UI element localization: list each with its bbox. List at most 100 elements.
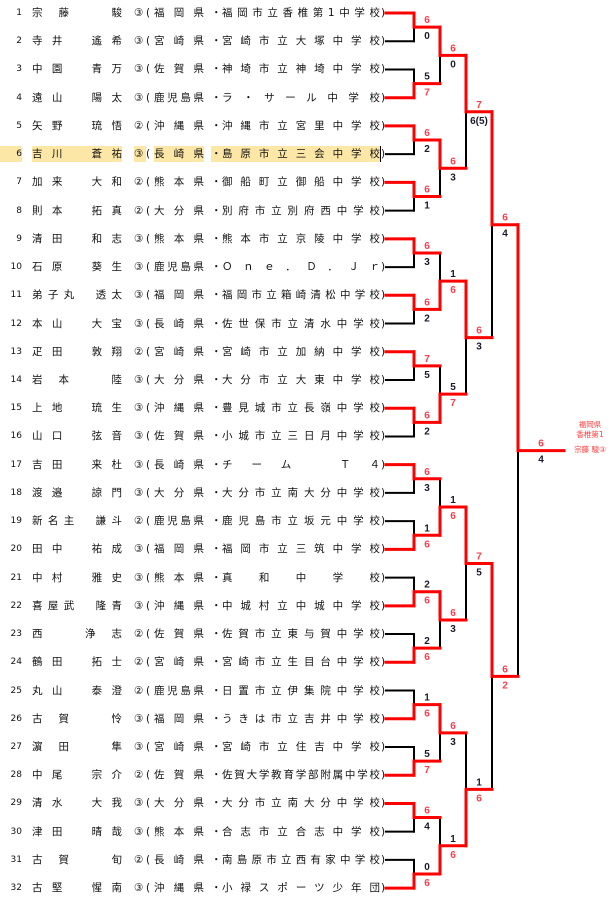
player-grade: ② [134, 345, 144, 358]
separator-dot: ・ [211, 486, 222, 499]
player-grade: ③ [134, 261, 144, 274]
player-grade: ③ [134, 486, 144, 499]
player-school: 小城市立三日月中学校 [222, 430, 380, 443]
separator-dot: ・ [211, 119, 222, 132]
player-school: Ｏｎｅ．Ｄ．Ｊｒ [222, 261, 380, 274]
player-name: 石原 葵生 [32, 261, 122, 274]
player-prefecture: 大分県 [154, 797, 204, 810]
player-grade: ③ [134, 825, 144, 838]
score-bottom: 3 [476, 342, 482, 353]
player-prefecture: 宮崎県 [154, 35, 204, 48]
player-number: 11 [10, 290, 22, 301]
player-prefecture: 宮崎県 [154, 656, 204, 669]
open-paren: ( [146, 176, 151, 189]
player-grade: ③ [134, 91, 144, 104]
player-prefecture: 長崎県 [154, 317, 204, 330]
close-paren: ) [381, 797, 386, 810]
player-prefecture: 沖縄県 [154, 599, 204, 612]
score-top: 6 [502, 213, 508, 224]
open-paren: ( [146, 148, 151, 161]
player-number: 10 [10, 262, 22, 273]
score-bottom: 4 [424, 822, 430, 833]
close-paren: ) [381, 91, 386, 104]
score-top: 6 [450, 608, 456, 619]
player-school: 神埼市立神埼中学校 [222, 63, 380, 76]
player-number: 5 [16, 120, 22, 131]
player-prefecture: 佐賀県 [154, 430, 204, 443]
open-paren: ( [146, 345, 151, 358]
player-grade: ③ [134, 317, 144, 330]
close-paren: ) [381, 373, 386, 386]
player-grade: ② [134, 684, 144, 697]
player-prefecture: 鹿児島県 [154, 684, 204, 697]
player-number: 17 [10, 459, 22, 470]
player-school: 佐賀大学教育学部附属中学校 [222, 769, 380, 782]
close-paren: ) [381, 853, 386, 866]
champion-label: 福岡県 香椎第1 宗藤 駿③ [566, 420, 614, 455]
close-paren: ) [381, 571, 386, 584]
player-school: 合志市立合志中学校 [222, 825, 380, 838]
close-paren: ) [381, 684, 386, 697]
score-bottom: 6 [424, 878, 430, 889]
open-paren: ( [146, 656, 151, 669]
player-number: 27 [10, 741, 22, 752]
close-paren: ) [381, 430, 386, 443]
player-school: 宮崎市立住吉中学校 [222, 740, 380, 753]
score-bottom: 4 [502, 229, 508, 240]
separator-dot: ・ [211, 458, 222, 471]
player-number: 24 [10, 657, 22, 668]
player-prefecture: 宮崎県 [154, 345, 204, 358]
player-school: 小禄スポーツ少年団 [222, 882, 380, 895]
score-top: 2 [424, 636, 430, 647]
player-name: 渡邉 諒門 [32, 486, 122, 499]
close-paren: ) [381, 289, 386, 302]
player-prefecture: 佐賀県 [154, 769, 204, 782]
score-top: 6 [424, 15, 430, 26]
open-paren: ( [146, 119, 151, 132]
score-bottom: 2 [424, 313, 430, 324]
close-paren: ) [381, 599, 386, 612]
player-school: 別府市立別府西中学校 [222, 204, 380, 217]
score-bottom: 0 [450, 59, 456, 70]
separator-dot: ・ [211, 146, 222, 163]
score-top: 6 [476, 326, 482, 337]
score-bottom: 7 [424, 765, 430, 776]
separator-dot: ・ [211, 599, 222, 612]
score-bottom: 2 [502, 680, 508, 691]
separator-dot: ・ [211, 402, 222, 415]
player-number: 22 [10, 600, 22, 611]
separator-dot: ・ [211, 656, 222, 669]
player-prefecture: 沖縄県 [154, 119, 204, 132]
open-paren: ( [146, 543, 151, 556]
separator-dot: ・ [211, 515, 222, 528]
player-prefecture: 福岡県 [154, 543, 204, 556]
score-top: 1 [424, 693, 430, 704]
player-grade: ② [134, 656, 144, 669]
close-paren: ) [381, 317, 386, 330]
player-school: 宮崎市立生目台中学校 [222, 656, 380, 669]
player-number: 19 [10, 516, 22, 527]
player-grade: ② [134, 628, 144, 641]
player-school: ラ・サール中学校 [222, 91, 380, 104]
score-top: 1 [476, 777, 482, 788]
open-paren: ( [146, 204, 151, 217]
score-top: 6 [502, 664, 508, 675]
player-grade: ③ [134, 373, 144, 386]
separator-dot: ・ [211, 543, 222, 556]
player-name: 清田 和志 [32, 232, 122, 245]
open-paren: ( [146, 232, 151, 245]
player-prefecture: 熊本県 [154, 176, 204, 189]
player-grade: ③ [134, 232, 144, 245]
score-top: 6 [538, 439, 544, 450]
